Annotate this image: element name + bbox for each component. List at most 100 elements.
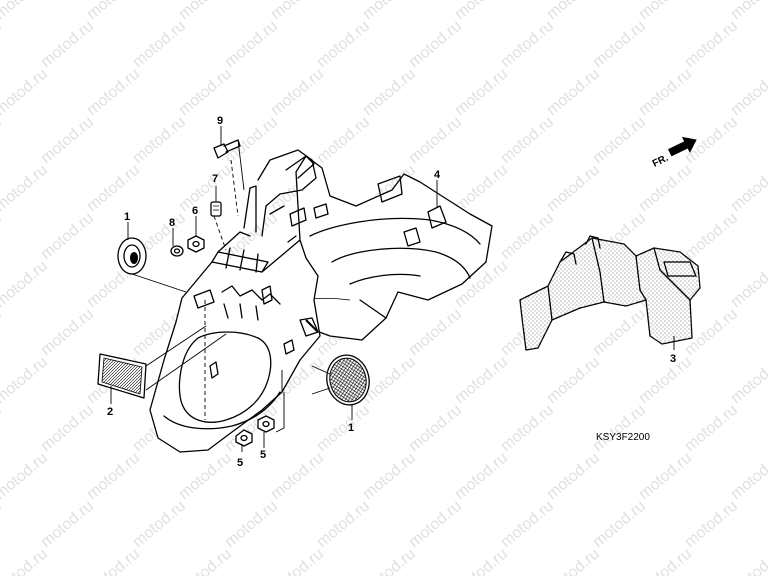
watermark-text: motod.ru bbox=[636, 449, 695, 503]
watermark-text: motod.ru bbox=[38, 113, 97, 167]
watermark-text: motod.ru bbox=[452, 161, 511, 215]
watermark-text: motod.ru bbox=[360, 0, 419, 23]
callout-5-left: 5 bbox=[237, 457, 243, 469]
watermark-text: motod.ru bbox=[176, 0, 235, 23]
watermark-text: motod.ru bbox=[222, 497, 281, 551]
watermark-text: motod.ru bbox=[84, 0, 143, 23]
watermark-text: motod.ru bbox=[0, 545, 51, 576]
watermark-text: motod.ru bbox=[590, 113, 649, 167]
clip-part-7 bbox=[210, 201, 222, 217]
watermark-text: motod.ru bbox=[314, 17, 373, 71]
callout-2: 2 bbox=[107, 406, 113, 418]
callout-3: 3 bbox=[670, 353, 676, 365]
arrow-icon bbox=[667, 136, 697, 157]
watermark-text: motod.ru bbox=[222, 17, 281, 71]
watermark-text: motod.ru bbox=[636, 353, 695, 407]
watermark-text: motod.ru bbox=[406, 401, 465, 455]
callout-4: 4 bbox=[434, 169, 441, 181]
watermark-text: motod.ru bbox=[38, 305, 97, 359]
watermark-text: motod.ru bbox=[0, 17, 5, 71]
watermark-text: motod.ru bbox=[38, 497, 97, 551]
callout-6: 6 bbox=[192, 205, 198, 217]
watermark-text: motod.ru bbox=[452, 353, 511, 407]
watermark-text: motod.ru bbox=[498, 17, 557, 71]
watermark-text: motod.ru bbox=[130, 17, 189, 71]
watermark-text: motod.ru bbox=[590, 497, 649, 551]
screw-part-5-left bbox=[235, 429, 253, 447]
watermark-text: motod.ru bbox=[498, 401, 557, 455]
watermark-text: motod.ru bbox=[498, 209, 557, 263]
watermark-text: motod.ru bbox=[0, 65, 51, 119]
watermark-text: motod.ru bbox=[130, 497, 189, 551]
watermark-text: motod.ru bbox=[728, 161, 768, 215]
watermark-text: motod.ru bbox=[0, 257, 51, 311]
watermark-text: motod.ru bbox=[268, 0, 327, 23]
callout-8: 8 bbox=[169, 217, 175, 229]
watermark-text: motod.ru bbox=[406, 305, 465, 359]
watermark-text: motod.ru bbox=[452, 0, 511, 23]
watermark-text: motod.ru bbox=[0, 353, 51, 407]
watermark-text: motod.ru bbox=[314, 497, 373, 551]
watermark-text: motod.ru bbox=[406, 113, 465, 167]
watermark-text: motod.ru bbox=[406, 17, 465, 71]
watermark-text: motod.ru bbox=[544, 0, 603, 23]
watermark-text: motod.ru bbox=[38, 401, 97, 455]
license-plate-holder bbox=[149, 149, 321, 453]
watermark-text: motod.ru bbox=[728, 545, 768, 576]
callout-7: 7 bbox=[212, 173, 218, 185]
watermark-text: motod.ru bbox=[314, 401, 373, 455]
watermark-text: motod.ru bbox=[0, 449, 51, 503]
watermark-text: motod.ru bbox=[176, 449, 235, 503]
watermark-text: motod.ru bbox=[636, 161, 695, 215]
callout-1-left: 1 bbox=[124, 211, 130, 223]
watermark-text: motod.ru bbox=[728, 0, 768, 23]
watermark-text: motod.ru bbox=[268, 449, 327, 503]
watermark-text: motod.ru bbox=[728, 353, 768, 407]
assembly-guide-lines bbox=[131, 139, 331, 433]
grommet-part-1-left bbox=[117, 237, 147, 275]
watermark-text: motod.ru bbox=[544, 545, 603, 576]
callout-9: 9 bbox=[217, 115, 223, 127]
watermark-text: motod.ru bbox=[636, 65, 695, 119]
diagram-code: KSY3F2200 bbox=[596, 432, 650, 443]
watermark-text: motod.ru bbox=[406, 497, 465, 551]
watermark-text: motod.ru bbox=[360, 65, 419, 119]
watermark-text: motod.ru bbox=[176, 545, 235, 576]
watermark-text: motod.ru bbox=[84, 449, 143, 503]
watermark-text: motod.ru bbox=[728, 449, 768, 503]
reflector-part-1-right bbox=[326, 354, 370, 406]
watermark-text: motod.ru bbox=[590, 17, 649, 71]
watermark-text: motod.ru bbox=[544, 353, 603, 407]
nut-part-8 bbox=[170, 245, 184, 257]
watermark-text: motod.ru bbox=[682, 17, 741, 71]
watermark-text: motod.ru bbox=[0, 305, 5, 359]
watermark-text: motod.ru bbox=[590, 305, 649, 359]
watermark-text: motod.ru bbox=[314, 113, 373, 167]
watermark-text: motod.ru bbox=[38, 17, 97, 71]
watermark-text: motod.ru bbox=[268, 65, 327, 119]
nut-part-5-right bbox=[257, 415, 275, 433]
reflector-plate-part-2 bbox=[97, 353, 147, 399]
watermark-text: motod.ru bbox=[0, 401, 5, 455]
watermark-text: motod.ru bbox=[682, 401, 741, 455]
watermark-text: motod.ru bbox=[544, 65, 603, 119]
watermark-text: motod.ru bbox=[0, 209, 5, 263]
watermark-text: motod.ru bbox=[0, 161, 51, 215]
watermark-text: motod.ru bbox=[452, 65, 511, 119]
watermark-text: motod.ru bbox=[728, 257, 768, 311]
watermark-text: motod.ru bbox=[84, 161, 143, 215]
watermark-text: motod.ru bbox=[682, 209, 741, 263]
watermark-text: motod.ru bbox=[176, 65, 235, 119]
watermark-text: motod.ru bbox=[0, 497, 5, 551]
watermark-text: motod.ru bbox=[84, 65, 143, 119]
watermark-text: motod.ru bbox=[38, 209, 97, 263]
watermark-text: motod.ru bbox=[84, 545, 143, 576]
callout-1-right: 1 bbox=[348, 422, 354, 434]
watermark-text: motod.ru bbox=[0, 113, 5, 167]
watermark-text: motod.ru bbox=[0, 0, 51, 23]
callout-5-right: 5 bbox=[260, 449, 266, 461]
front-direction-label: FR. bbox=[651, 153, 670, 170]
watermark-text: motod.ru bbox=[452, 545, 511, 576]
splash-guard-part-3 bbox=[519, 235, 701, 351]
watermark-text: motod.ru bbox=[498, 113, 557, 167]
